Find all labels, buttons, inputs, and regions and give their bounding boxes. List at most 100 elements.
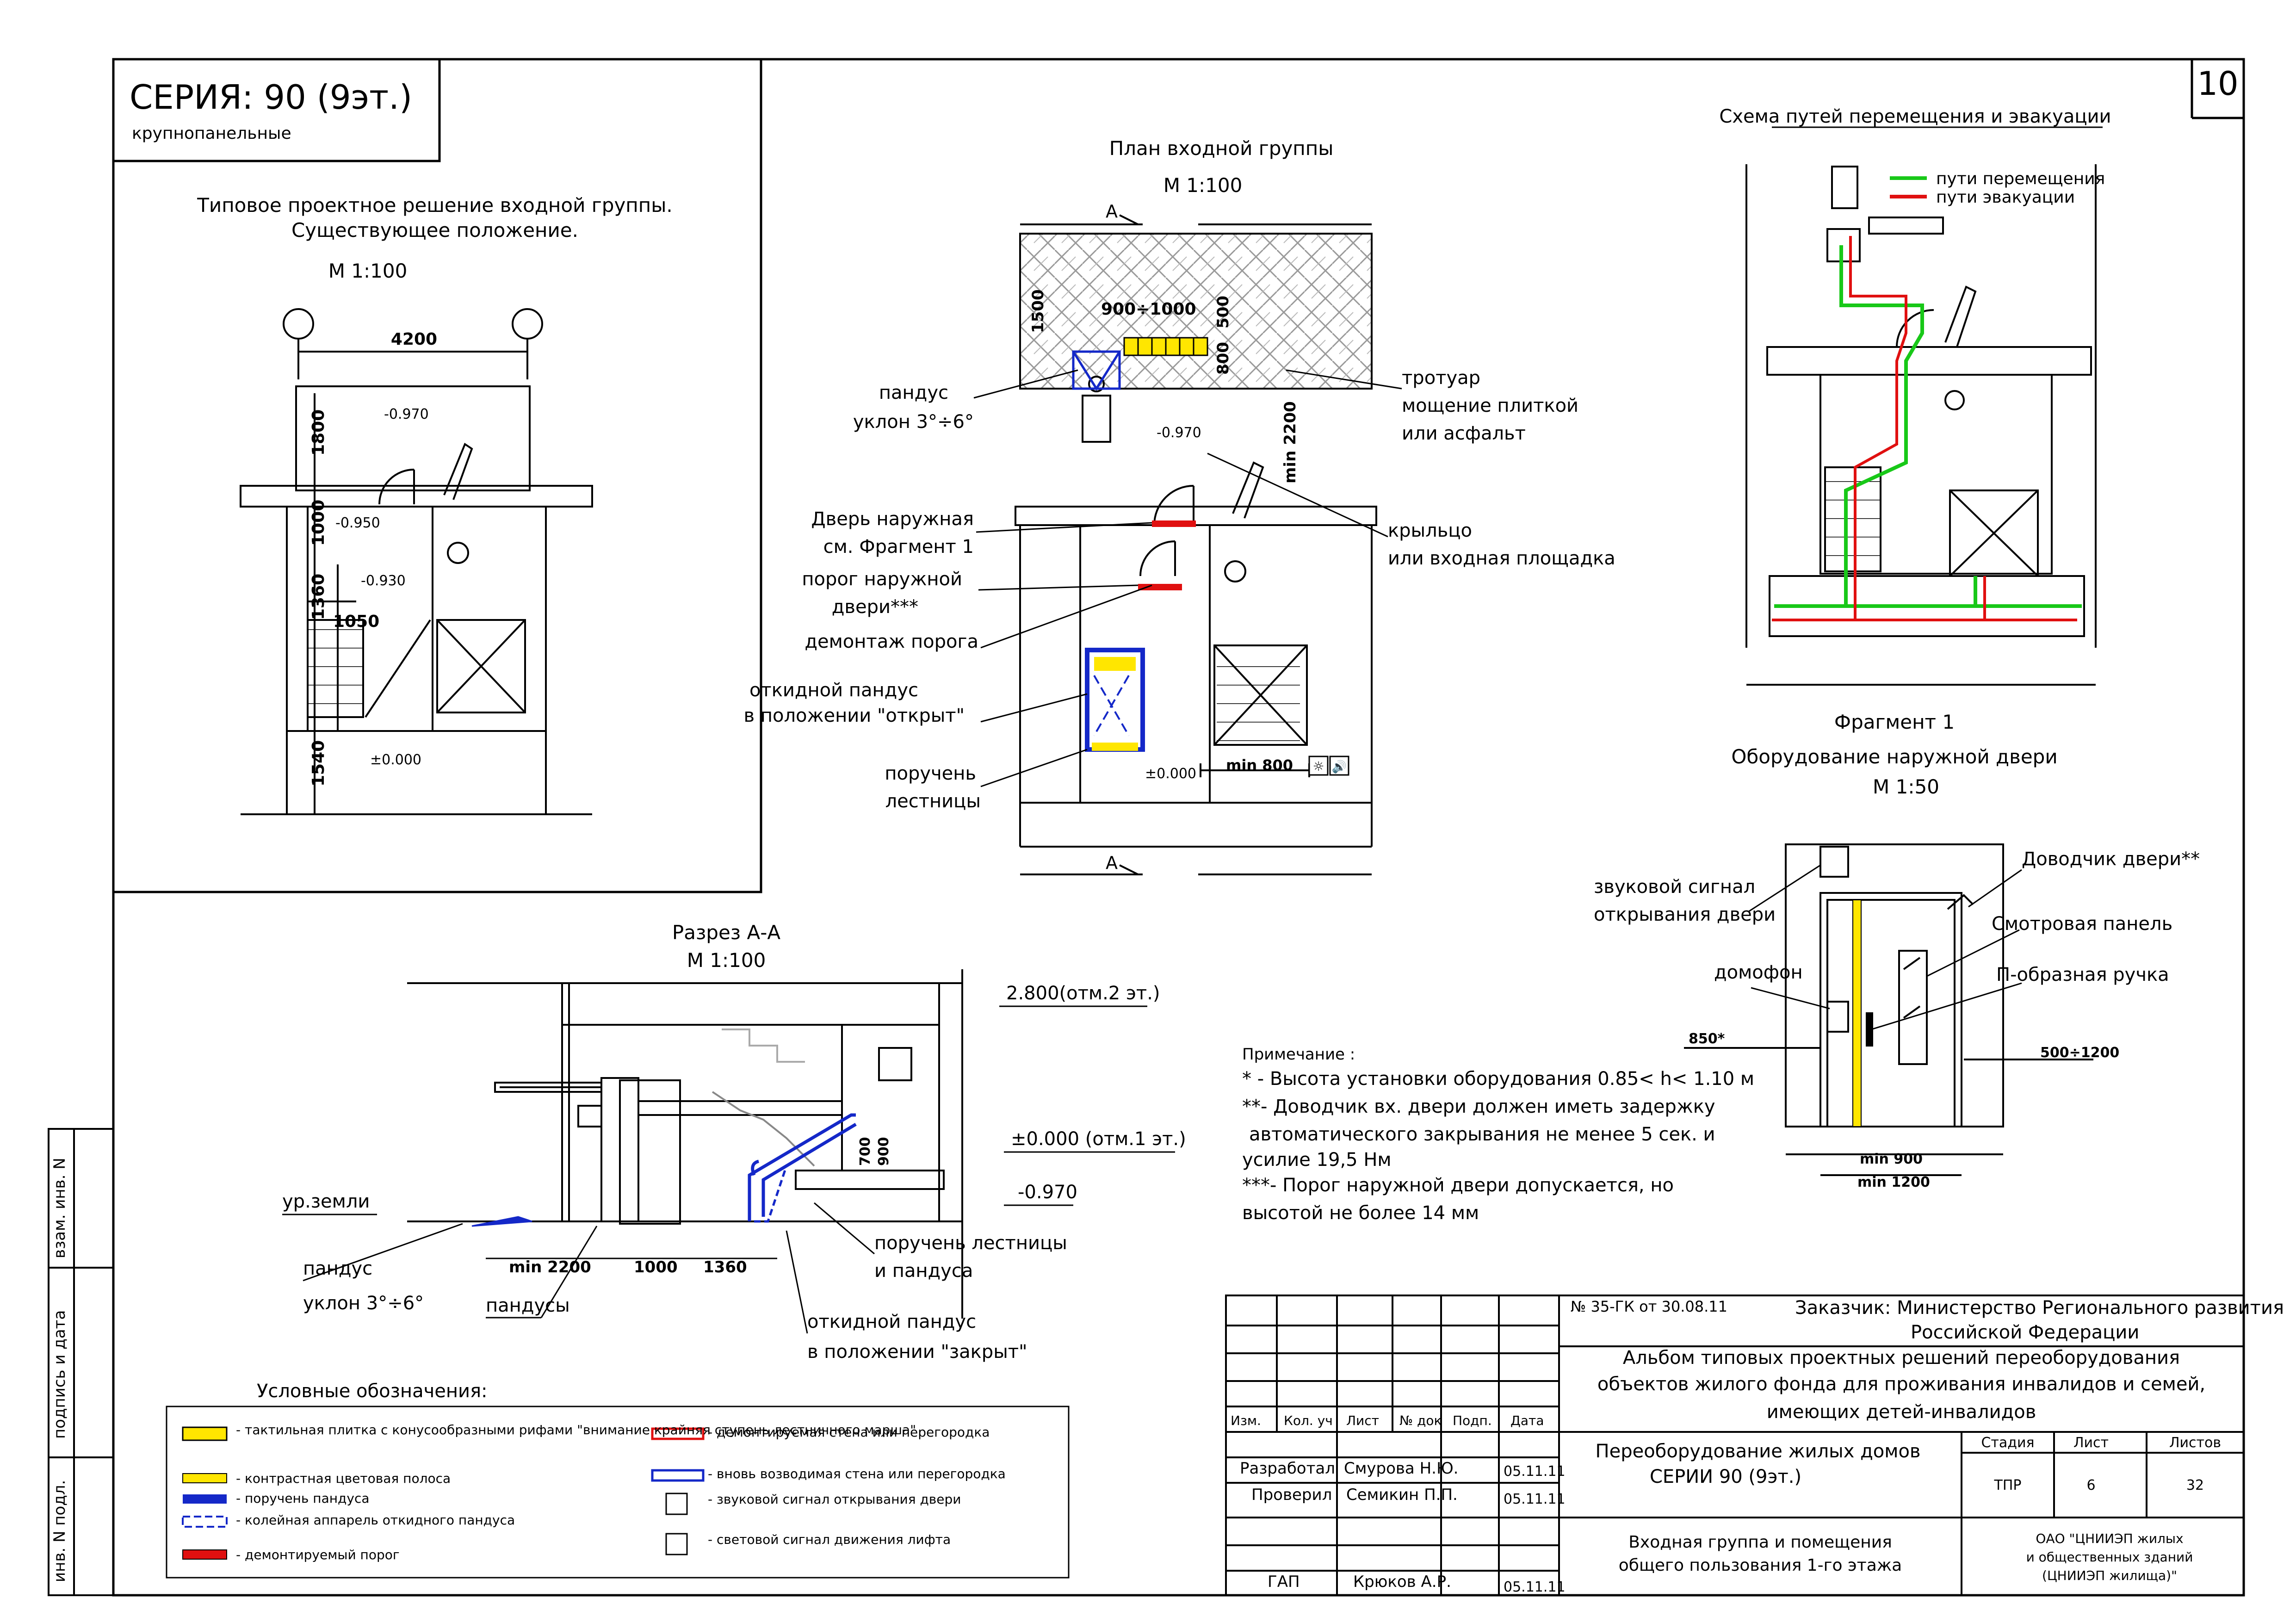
typical-level-4: ±0.000 xyxy=(370,752,421,768)
tb-h-izm: Изм. xyxy=(1231,1413,1261,1428)
tb-h-doc: № док xyxy=(1399,1413,1442,1428)
tb-customer-2: Российской Федерации xyxy=(1911,1322,2139,1343)
typical-title-1: Типовое проектное решение входной группы… xyxy=(197,194,672,217)
tb-contract: № 35-ГК от 30.08.11 xyxy=(1571,1298,1727,1315)
tb-sheets-h: Листов xyxy=(2169,1435,2221,1451)
svg-text:🔊: 🔊 xyxy=(1332,759,1347,774)
fragment-drawing xyxy=(1684,843,2093,1176)
plan-drawing xyxy=(1015,214,1377,875)
light-signal-icon xyxy=(1308,756,1329,776)
section-ramp-ground xyxy=(471,1216,532,1227)
sound-signal-icon xyxy=(1329,756,1349,776)
section-level-1: 2.800(отм.2 эт.) xyxy=(1006,983,1160,1004)
section-level-2: ±0.000 (отм.1 эт.) xyxy=(1011,1128,1186,1150)
plan-ramp-outline xyxy=(1072,350,1121,391)
legend-item-5: - демонтируемый порог xyxy=(236,1547,400,1562)
section-leaders xyxy=(303,1202,875,1334)
plan-dim-1500: 1500 xyxy=(1029,289,1047,333)
fragment-dim-850: 850* xyxy=(1689,1031,1725,1047)
section-level-3: -0.970 xyxy=(1018,1182,1077,1203)
fragment-label-intercom: домофон xyxy=(1714,962,1803,983)
section-dim-2200: min 2200 xyxy=(509,1258,591,1276)
notes-heading: Примечание : xyxy=(1242,1045,1355,1064)
legend-item-2: - контрастная цветовая полоса xyxy=(236,1471,451,1486)
plan-label-door-2: см. Фрагмент 1 xyxy=(823,536,974,558)
scheme-legend-evac: пути эвакуации xyxy=(1936,188,2075,207)
plan-dim-800: 800 xyxy=(1214,342,1232,375)
series-title: СЕРИЯ: 90 (9эт.) xyxy=(130,78,412,117)
typical-dim-4200: 4200 xyxy=(391,330,437,349)
plan-label-rail-2: лестницы xyxy=(885,791,981,812)
tb-name-1: Смурова Н.Ю. xyxy=(1344,1459,1458,1478)
scheme-title: Схема путей перемещения и эвакуации xyxy=(1719,106,2111,127)
notes-line-2: **- Доводчик вх. двери должен иметь заде… xyxy=(1242,1096,1715,1117)
section-label-rail-2: и пандуса xyxy=(874,1260,973,1282)
tb-album-1: Альбом типовых проектных решений переобо… xyxy=(1623,1347,2180,1369)
plan-label-rail-1: поручень xyxy=(885,763,976,784)
fragment-leaders xyxy=(1748,864,2022,1030)
stamp-inv: инв. N подл. xyxy=(50,1480,69,1582)
tb-h-date: Дата xyxy=(1510,1413,1544,1428)
tb-stage: ТПР xyxy=(1994,1477,2022,1493)
plan-dim-500: 500 xyxy=(1214,296,1232,328)
plan-label-dismantle: демонтаж порога xyxy=(805,631,978,652)
sheet-number: 10 xyxy=(2197,65,2238,103)
section-ramp-handrail xyxy=(748,1113,857,1221)
fragment-scale: М 1:50 xyxy=(1873,775,1939,798)
svg-text:☼: ☼ xyxy=(1312,759,1324,774)
plan-label-door-1: Дверь наружная xyxy=(811,508,974,530)
scheme-evac-path xyxy=(1772,236,2077,621)
tb-date-2: 05.11.11 xyxy=(1504,1491,1566,1507)
plan-dim-2200: min 2200 xyxy=(1281,401,1300,483)
tb-date-1: 05.11.11 xyxy=(1504,1463,1566,1480)
legend-item-6: - демонтируемая стена или перегородка xyxy=(708,1425,990,1440)
legend-item-1: - тактильная плитка с конусообразными ри… xyxy=(236,1422,916,1437)
fragment-subtitle: Оборудование наружной двери xyxy=(1731,745,2057,768)
tb-h-list: Лист xyxy=(1346,1413,1379,1428)
plan-level-1: -0.970 xyxy=(1157,425,1201,441)
tb-h-kol: Кол. уч xyxy=(1284,1413,1333,1428)
tb-role-1: Разработал xyxy=(1240,1459,1335,1478)
plan-dim-900: 900÷1000 xyxy=(1101,300,1196,319)
section-label-ground: ур.земли xyxy=(282,1191,370,1212)
typical-title-2: Существующее положение. xyxy=(291,219,578,242)
notes-line-1: * - Высота установки оборудования 0.85< … xyxy=(1242,1068,1754,1090)
section-label-rail-1: поручень лестницы xyxy=(874,1233,1067,1254)
tb-name-3: Крюков А.Р. xyxy=(1353,1573,1451,1591)
tb-h-sign: Подп. xyxy=(1453,1413,1492,1428)
section-label-fold-1: откидной пандус xyxy=(807,1311,976,1332)
fragment-dim-1200: min 1200 xyxy=(1857,1174,1930,1190)
section-label-ramps: пандусы xyxy=(486,1295,570,1316)
section-dim-1000: 1000 xyxy=(634,1258,678,1276)
section-dim-700: 700 xyxy=(857,1137,873,1166)
fragment-label-handle: П-образная ручка xyxy=(1996,964,2169,985)
plan-label-fold-1: откидной пандус xyxy=(749,680,918,701)
section-dim-1360: 1360 xyxy=(703,1258,747,1276)
plan-level-2: ±0.000 xyxy=(1145,766,1196,782)
typical-level-2: -0.950 xyxy=(335,515,380,531)
tb-role-3: ГАП xyxy=(1268,1573,1300,1591)
fragment-dim-500: 500÷1200 xyxy=(2040,1045,2119,1061)
section-scale: М 1:100 xyxy=(687,949,766,972)
legend-item-7: - вновь возводимая стена или перегородка xyxy=(708,1466,1006,1481)
fragment-label-panel: Смотровая панель xyxy=(1992,913,2172,935)
section-title: Разрез А-А xyxy=(672,921,780,944)
tb-sheet: 6 xyxy=(2086,1477,2095,1493)
fragment-label-sound-2: открывания двери xyxy=(1594,904,1776,925)
plan-label-ramp-1: пандус xyxy=(879,382,948,403)
plan-section-mark-top: А xyxy=(1106,201,1118,222)
tb-customer-1: Заказчик: Министерство Регионального раз… xyxy=(1795,1297,2284,1319)
section-label-fold-2: в положении "закрыт" xyxy=(807,1341,1027,1363)
tb-role-2: Проверил xyxy=(1251,1486,1332,1504)
typical-dim-1360: 1360 xyxy=(309,574,328,620)
plan-label-threshold-2: двери*** xyxy=(832,596,918,618)
tb-sheet-title-2: общего пользования 1-го этажа xyxy=(1619,1556,1902,1575)
typical-box xyxy=(112,58,762,893)
fragment-label-sound-1: звуковой сигнал xyxy=(1594,876,1755,898)
legend-item-8: - звуковой сигнал открывания двери xyxy=(708,1492,961,1507)
title-block-grid xyxy=(1225,1295,2245,1596)
fragment-dim-900: min 900 xyxy=(1860,1151,1923,1167)
typical-dim-1540: 1540 xyxy=(309,740,328,787)
typical-level-1: -0.970 xyxy=(384,406,429,422)
